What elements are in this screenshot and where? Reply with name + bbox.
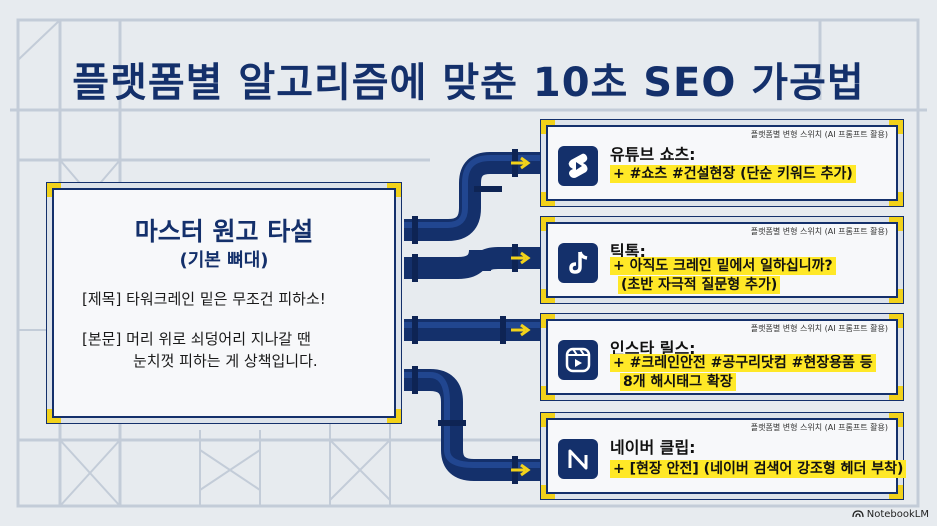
page-title: 플랫폼별 알고리즘에 맞춘 10초 SEO 가공법 — [72, 60, 865, 106]
instagram-reels-icon — [558, 340, 598, 380]
master-body-line: 눈치껏 피하는 게 상책입니다. — [133, 352, 318, 370]
master-title-line: [제목] 타워크레인 밑은 무조건 피하소! — [82, 290, 326, 308]
platform-detail: + #크레인안전 #공구리닷컴 #현장용품 등 — [610, 354, 876, 372]
platform-detail: 8개 해시태그 확장 — [620, 373, 736, 391]
switch-label: 플랫폼별 변형 스위치 (AI 프롬프트 활용) — [750, 423, 888, 432]
platform-name: 틱톡: — [610, 242, 646, 261]
platform-detail: + [현장 안전] (네이버 검색어 강조형 헤더 부착) — [610, 460, 907, 478]
platform-card-tiktok: 플랫폼별 변형 스위치 (AI 프롬프트 활용) 틱톡: + 아직도 크레인 밑… — [541, 217, 903, 303]
master-body-line: [본문] 머리 위로 쇠덩어리 지나갈 땐 — [82, 330, 311, 348]
switch-label: 플랫폼별 변형 스위치 (AI 프롬프트 활용) — [750, 324, 888, 333]
tiktok-icon — [558, 243, 598, 283]
notebooklm-logo: NotebookLM — [851, 509, 929, 520]
notebooklm-logo-icon — [851, 510, 864, 518]
master-subtitle: (기본 뼈대) — [179, 250, 269, 271]
arrow-right-icon — [511, 323, 531, 337]
switch-label: 플랫폼별 변형 스위치 (AI 프롬프트 활용) — [750, 227, 888, 236]
platform-detail: + #쇼츠 #건설현장 (단순 키워드 추가) — [610, 165, 856, 183]
youtube-shorts-icon — [558, 146, 598, 186]
platform-detail: (초반 자극적 질문형 추가) — [618, 276, 781, 294]
naver-clip-icon — [558, 439, 598, 479]
platform-name: 인스타 릴스: — [610, 339, 696, 358]
logo-text: NotebookLM — [866, 509, 929, 520]
arrow-right-icon — [511, 463, 531, 477]
platform-detail: + 아직도 크레인 밑에서 일하십니까? — [610, 257, 836, 275]
platform-name: 유튜브 쇼츠: — [610, 145, 696, 164]
platform-card-instagram-reels: 플랫폼별 변형 스위치 (AI 프롬프트 활용) 인스타 릴스: + #크레인안… — [541, 314, 903, 400]
platform-name: 네이버 클립: — [610, 438, 696, 457]
master-script-card: 마스터 원고 타설 (기본 뼈대) [제목] 타워크레인 밑은 무조건 피하소!… — [47, 183, 401, 423]
platform-card-youtube-shorts: 플랫폼별 변형 스위치 (AI 프롬프트 활용) 유튜브 쇼츠: + #쇼츠 #… — [541, 120, 903, 206]
master-title: 마스터 원고 타설 — [134, 217, 314, 246]
arrow-right-icon — [511, 251, 531, 265]
switch-label: 플랫폼별 변형 스위치 (AI 프롬프트 활용) — [750, 130, 888, 139]
arrow-right-icon — [511, 156, 531, 170]
platform-card-naver-clip: 플랫폼별 변형 스위치 (AI 프롬프트 활용) 네이버 클립: + [현장 안… — [541, 413, 907, 499]
